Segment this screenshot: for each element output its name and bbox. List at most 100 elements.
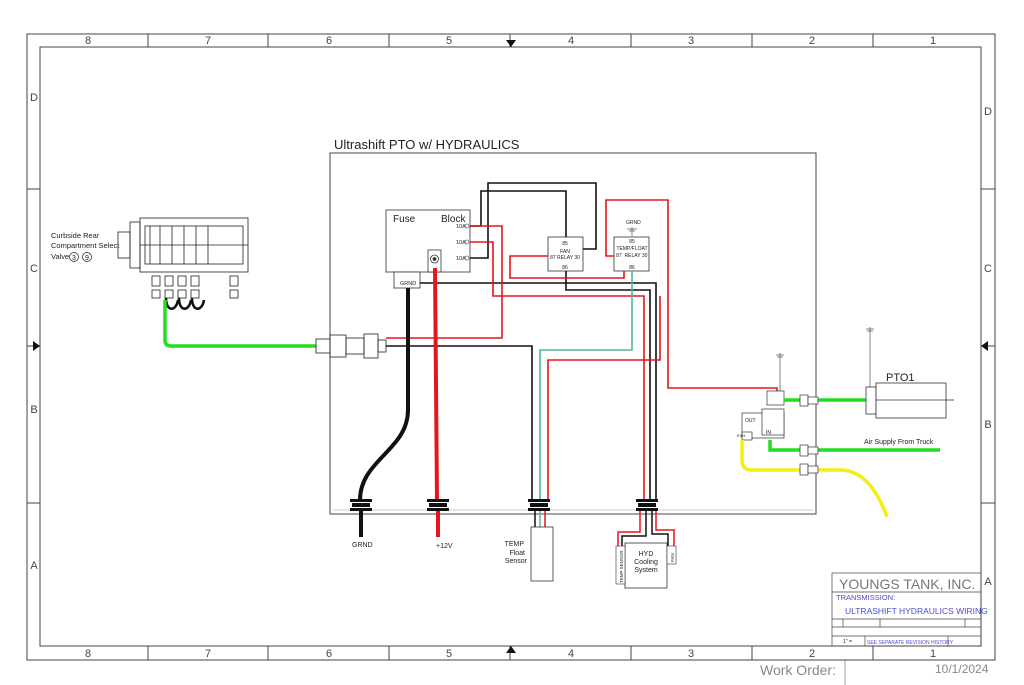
hyd-fan-tag bbox=[666, 545, 677, 565]
col-label-bottom-2: 7 bbox=[205, 648, 211, 660]
col-label-bottom-7: 2 bbox=[809, 648, 815, 660]
compartment-select-valve bbox=[117, 217, 249, 299]
temp-relay-grnd: GRND bbox=[626, 220, 641, 226]
col-label-top-7: 2 bbox=[809, 35, 815, 47]
title-block bbox=[831, 572, 982, 647]
fan-relay-labels: 85 FAN 87 RELAY 30 86 bbox=[550, 241, 580, 271]
air-supply-label: Air Supply From Truck bbox=[864, 439, 934, 446]
solenoid-antenna bbox=[776, 353, 784, 391]
fan-relay-86: 86 bbox=[562, 265, 568, 271]
temp-relay-labels: 85 TEMP/FLOAT RELAY 30 87 86 bbox=[616, 239, 647, 271]
ground-cable bbox=[358, 288, 410, 501]
col-label-top-8: 1 bbox=[930, 35, 936, 47]
relay-ground-symbol bbox=[627, 227, 637, 236]
drawing-frame bbox=[26, 33, 996, 661]
row-label-right-2: C bbox=[984, 263, 992, 275]
fan-relay-name: FAN bbox=[560, 249, 570, 255]
col-label-top-3: 6 bbox=[326, 35, 332, 47]
hose-fittings bbox=[799, 394, 819, 476]
temp-sensor-line-1: TEMP bbox=[505, 541, 525, 548]
pto-unit bbox=[865, 382, 954, 419]
temp-sensor-line-3: Sensor bbox=[505, 558, 528, 565]
temp-relay-pins: RELAY 30 bbox=[625, 253, 648, 259]
fuse-grnd-label: GRND bbox=[400, 281, 416, 287]
solenoid-exh-label: EXH bbox=[737, 433, 745, 438]
plus12-cable bbox=[433, 267, 439, 501]
hyd-cooling-system bbox=[624, 542, 668, 589]
fuse-ratings: 10A 10A 10A bbox=[456, 224, 466, 262]
row-label-right-3: B bbox=[984, 419, 991, 431]
fuse-1: 10A bbox=[456, 224, 466, 230]
date-label: 10/1/2024 bbox=[935, 662, 989, 676]
hyd-leads bbox=[617, 511, 675, 546]
row-label-left-3: B bbox=[30, 404, 37, 416]
plus12-terminal-label: +12V bbox=[436, 543, 453, 550]
air-solenoid bbox=[741, 390, 785, 441]
hyd-title-line-2: Cooling bbox=[634, 559, 658, 566]
col-label-bottom-6: 3 bbox=[688, 648, 694, 660]
col-label-bottom-4: 5 bbox=[446, 648, 452, 660]
pto-antenna bbox=[866, 327, 874, 387]
fan-relay-85: 85 bbox=[562, 241, 568, 247]
hyd-title-line-3: System bbox=[634, 567, 658, 574]
fan-relay bbox=[547, 236, 584, 272]
fuse-3: 10A bbox=[456, 256, 466, 262]
hyd-title: HYD Cooling System bbox=[634, 551, 658, 574]
valve-circle-1-label: 3 bbox=[72, 255, 76, 262]
valve-loop-hoses bbox=[164, 297, 206, 310]
col-label-bottom-1: 8 bbox=[85, 648, 91, 660]
valve-circle-2-label: 9 bbox=[85, 255, 89, 262]
solenoid-out-label: OUT bbox=[745, 418, 756, 424]
temp-float-sensor bbox=[530, 526, 554, 582]
temp-sensor-line-2: Float bbox=[509, 550, 525, 557]
transmission-label: TRANSMISSION: bbox=[836, 593, 895, 602]
grommets bbox=[350, 499, 658, 511]
col-label-bottom-5: 4 bbox=[568, 648, 574, 660]
row-label-right-4: A bbox=[984, 576, 992, 588]
row-label-right-1: D bbox=[984, 106, 992, 118]
valve-circle-1 bbox=[69, 252, 79, 262]
hyd-fan-label: FAN bbox=[670, 553, 675, 562]
scale-label: 1" = bbox=[843, 639, 852, 645]
power-stud bbox=[427, 249, 442, 273]
frame-labels: 8 7 6 5 4 3 2 1 8 7 6 5 4 3 2 1 D C B A … bbox=[30, 35, 992, 660]
pto-label: PTO1 bbox=[886, 372, 915, 384]
green-hose-valve bbox=[163, 300, 316, 348]
temp-sensor-label: TEMP Float Sensor bbox=[505, 541, 528, 565]
col-label-top-5: 4 bbox=[568, 35, 574, 47]
col-label-top-4: 5 bbox=[446, 35, 452, 47]
valve-label-line-3: Valve bbox=[51, 252, 69, 261]
temp-relay-85: 85 bbox=[629, 239, 635, 245]
bulkhead-connector bbox=[315, 333, 387, 359]
hyd-title-line-1: HYD bbox=[639, 551, 654, 558]
company-name: YOUNGS TANK, INC. bbox=[839, 576, 975, 592]
revision-note: SEE SEPARATE REVISION HISTORY bbox=[867, 640, 954, 646]
temp-relay-name: TEMP/FLOAT bbox=[616, 246, 647, 252]
temp-relay-87: 87 bbox=[616, 253, 622, 259]
teal-wires bbox=[539, 271, 633, 500]
center-marks bbox=[33, 40, 988, 653]
red-wires bbox=[386, 199, 778, 500]
block-label: Block bbox=[441, 214, 466, 225]
valve-label-line-2: Compartment Select bbox=[51, 241, 120, 250]
hyd-temp-sensor-tag bbox=[615, 545, 626, 585]
hyd-temp-sensor-label: TEMP SENSOR bbox=[619, 550, 624, 583]
col-label-top-2: 7 bbox=[205, 35, 211, 47]
valve-circle-2 bbox=[82, 252, 92, 262]
solenoid-in-label: IN bbox=[766, 430, 771, 436]
fuse-label: Fuse bbox=[393, 214, 416, 225]
work-order-label: Work Order: bbox=[760, 662, 836, 678]
col-label-top-1: 8 bbox=[85, 35, 91, 47]
row-label-left-4: A bbox=[30, 560, 38, 572]
enclosure-box bbox=[329, 152, 817, 515]
col-label-top-6: 3 bbox=[688, 35, 694, 47]
valve-label-line-1: Curbside Rear bbox=[51, 231, 100, 240]
air-hoses bbox=[740, 398, 940, 518]
diagram-title: Ultrashift PTO w/ HYDRAULICS bbox=[334, 137, 520, 152]
fan-relay-pins: 87 RELAY 30 bbox=[550, 255, 580, 261]
drawing-title: ULTRASHIFT HYDRAULICS WIRING bbox=[845, 606, 988, 616]
temp-relay-86: 86 bbox=[629, 265, 635, 271]
fuse-terminals bbox=[464, 223, 470, 261]
col-label-bottom-8: 1 bbox=[930, 648, 936, 660]
